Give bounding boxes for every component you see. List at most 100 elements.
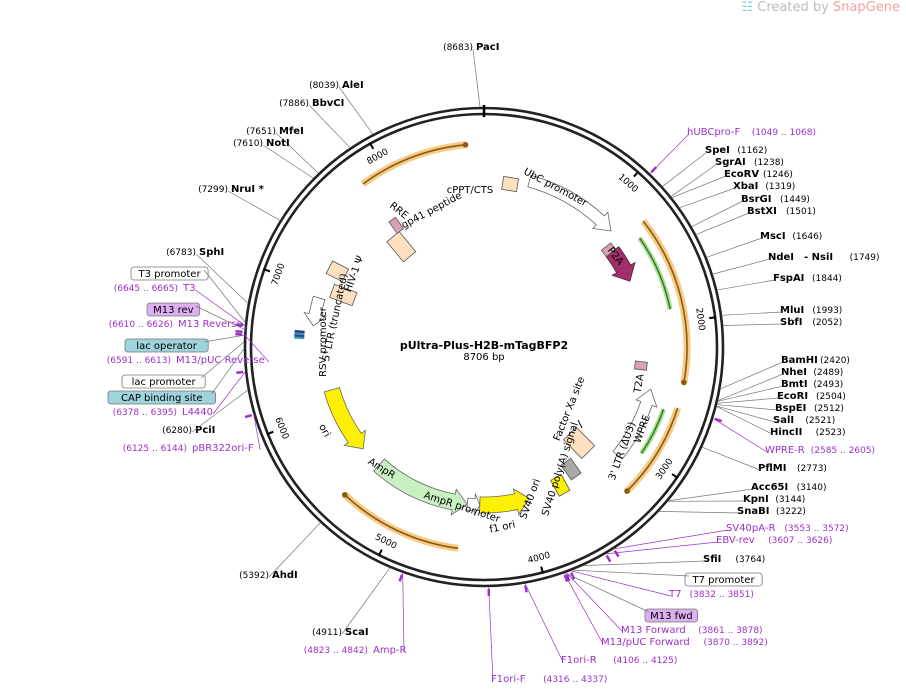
boxed-label-bg <box>124 338 209 353</box>
boxed-label-t7promoter: T7 promoter <box>684 572 763 587</box>
orf-arc-line <box>362 144 466 185</box>
site-mfei: MfeI(7651) <box>246 126 304 137</box>
site-sgrai: SgrAI(1238) <box>715 157 784 168</box>
site-fspai: FspAI(1844) <box>773 273 842 284</box>
site-line <box>721 311 783 316</box>
site-name: EcoRI <box>777 391 808 402</box>
lac-stripe <box>294 329 305 334</box>
h2b-label: H2B <box>632 255 652 279</box>
site-kpni: KpnI(3144) <box>743 494 805 505</box>
primer-name: pBR322ori-F <box>192 443 254 454</box>
primer-name: F1ori-R <box>561 655 597 666</box>
orf-arc-head <box>462 142 469 148</box>
site-name: EcoRV <box>724 169 759 180</box>
tick-label: 2000 <box>693 307 706 331</box>
primer-name: WPRE-R <box>765 445 805 456</box>
site-num: (1449) <box>780 195 810 205</box>
primer-line <box>244 334 270 363</box>
primer-mark <box>565 573 571 582</box>
ubc-promoter-arrow <box>527 174 612 232</box>
boxed-label-capbindingsite: CAP binding site <box>107 390 216 405</box>
site-name: SnaBI <box>737 506 769 517</box>
site-name: SpeI <box>705 145 730 156</box>
f1-ori-arrow <box>479 488 530 516</box>
site-bstxi: BstXI (1501) <box>747 206 816 217</box>
site-line <box>723 323 783 326</box>
primer-range: (3870 .. 3892) <box>704 638 768 648</box>
site-line <box>662 151 708 187</box>
primer-name: T3 <box>182 283 195 294</box>
tick-label: 6000 <box>272 416 290 441</box>
site-num: (7299) <box>198 185 228 195</box>
tick-label: 3000 <box>654 457 675 482</box>
site-name: AhdI <box>272 570 298 581</box>
boxed-label-bg <box>107 390 216 405</box>
watermark: ☷ Created by SnapGene <box>742 0 901 15</box>
boxed-label-text: T3 promoter <box>138 269 202 280</box>
site-num: (1319) <box>765 182 795 192</box>
ori-arrow <box>323 387 366 450</box>
orf-arc-line <box>626 407 679 492</box>
tick-1000 <box>633 170 640 178</box>
boxed-label-text: lac operator <box>136 341 197 352</box>
boxed-label-text: M13 fwd <box>650 611 692 622</box>
watermark-brand: SnapGene <box>832 0 900 15</box>
site-line <box>338 86 374 135</box>
primer-mark <box>524 585 528 593</box>
site-name: MfeI <box>279 126 304 137</box>
site-num: (2052) <box>812 318 842 328</box>
site-bspei: BspEI(2512) <box>775 403 844 414</box>
lac-stripe <box>294 336 305 340</box>
primer-range: (2585 .. 2605) <box>811 446 875 456</box>
primer-name: M13 Reverse <box>178 319 243 330</box>
site-num: (5392) <box>239 571 269 581</box>
primer-line <box>649 133 690 174</box>
site-num: (3222) <box>776 507 806 517</box>
site-num: (2489) <box>813 368 843 378</box>
site-line <box>262 144 314 179</box>
site-name: BstXI <box>747 206 777 217</box>
primer-name: M13/pUC Forward <box>601 637 690 648</box>
gp41-label: gp41 peptide <box>400 190 464 231</box>
cppt-cts-box <box>501 176 519 193</box>
primer-mark <box>570 572 576 580</box>
site-line <box>717 373 784 401</box>
site-pcii: PciI(6280) <box>162 425 215 436</box>
site-name: BamHI <box>781 355 818 366</box>
site-line <box>720 361 784 390</box>
site-alei: AleI(8039) <box>309 80 364 91</box>
site-line <box>716 404 778 411</box>
site-num: (1749) <box>850 253 880 263</box>
sv40-ori-box <box>550 474 571 497</box>
primer-name: hUBCpro-F <box>687 127 740 138</box>
wpre-arrow <box>612 388 658 460</box>
boxed-label-line <box>203 269 246 323</box>
site-line <box>691 200 744 228</box>
site-ndei: NdeI <box>768 252 794 263</box>
site-acc65i: Acc65I(3140) <box>751 482 827 493</box>
orf-arc-line <box>344 494 459 550</box>
primer-line <box>712 418 768 453</box>
tick-4000 <box>540 566 544 574</box>
hiv-psi-box <box>325 260 350 283</box>
site-name: PacI <box>476 42 499 53</box>
primer-line <box>253 414 261 451</box>
site-sphi: SphI(6783) <box>166 247 224 258</box>
rsv-promoter-label: RSV promoter <box>318 306 329 377</box>
boxed-label-line <box>211 348 245 395</box>
site-pflmi: PflMI(2773) <box>758 463 827 474</box>
tick-label: 8000 <box>365 147 390 167</box>
site-line <box>701 446 761 471</box>
boxed-label-text: CAP binding site <box>121 393 203 404</box>
site-num: (1501) <box>786 207 816 217</box>
boxed-label-lacoperator: lac operator <box>124 338 209 353</box>
site-name: BspEI <box>775 403 806 414</box>
boxed-label-line <box>565 572 650 613</box>
site-paci: PacI(8683) <box>443 42 499 53</box>
lac-stripe <box>294 334 305 338</box>
t2a-box <box>634 360 648 371</box>
tick-label: 4000 <box>527 551 552 567</box>
site-bamhi: BamHI(2420) <box>781 355 850 366</box>
site-name: SgrAI <box>715 157 746 168</box>
site-line <box>275 132 319 174</box>
